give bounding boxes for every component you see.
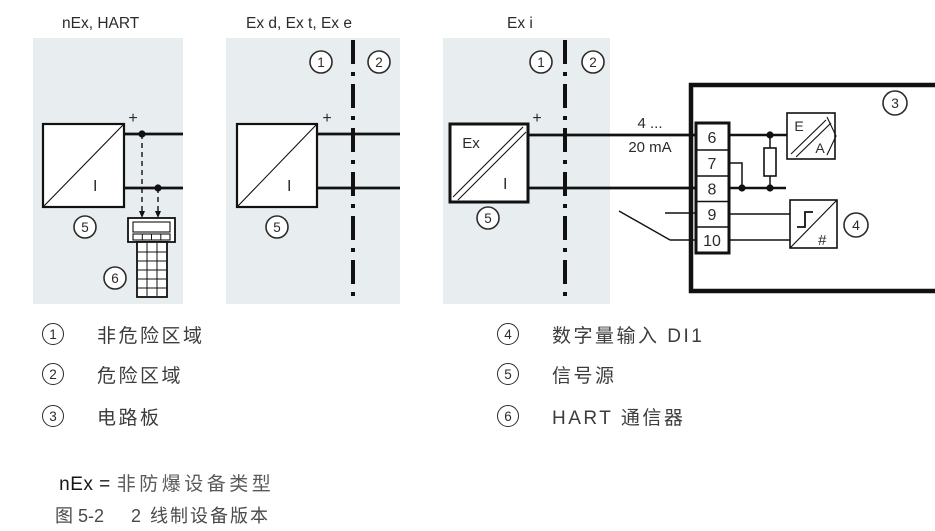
svg-text:2: 2	[589, 55, 597, 70]
ex-label: Ex	[462, 135, 480, 152]
current-range-bottom: 20 mA	[628, 139, 671, 156]
svg-text:1: 1	[317, 55, 325, 70]
svg-text:5: 5	[484, 211, 492, 226]
callout-2: 2	[367, 50, 391, 74]
legend-item-2: 2 危险区域	[42, 362, 184, 387]
callout-3: 3	[882, 90, 908, 116]
note-prefix: nEx =	[59, 474, 111, 495]
plus-sign: +	[532, 110, 541, 127]
plus-sign: +	[128, 110, 137, 127]
figure-number: 图 5-2	[55, 506, 105, 526]
callout-4: 4	[843, 212, 869, 238]
source-diagonal	[42, 123, 125, 208]
source-current-label: I	[287, 178, 291, 195]
svg-text:5: 5	[81, 220, 89, 235]
svg-text:1: 1	[537, 55, 545, 70]
terminal-7: 7	[708, 156, 717, 173]
terminal-6: 6	[708, 130, 717, 147]
legend-item-5: 5 信号源	[497, 362, 617, 387]
current-range-top: 4 ...	[637, 115, 662, 132]
source-current-label: I	[503, 176, 507, 193]
arrowhead	[155, 211, 161, 218]
svg-text:6: 6	[111, 271, 119, 286]
board-outline	[688, 82, 935, 294]
legend-callout-6: 6	[497, 405, 519, 427]
panel-nex-hart: nEx, HART I +	[33, 15, 183, 304]
module-chevron	[826, 116, 837, 156]
communicator-display	[132, 221, 171, 233]
plus-sign: +	[322, 110, 331, 127]
ex-signal-source-symbol	[448, 122, 530, 204]
panel-ex-d-t-e: Ex d, Ex t, Ex e 1 2 I + 5	[226, 15, 400, 304]
legend-label-3: 电路板	[97, 407, 162, 429]
figure-title: 2 线制设备版本	[131, 506, 271, 526]
svg-text:3: 3	[891, 95, 899, 111]
svg-text:4: 4	[852, 217, 860, 233]
legend-item-4: 4 数字量输入 DI1	[497, 322, 705, 347]
figure-caption: 图 5-2 2 线制设备版本	[35, 481, 270, 531]
terminal-block: 6 7 8 9 10	[694, 121, 731, 255]
switch-blade	[618, 210, 671, 241]
source-diagonal	[457, 131, 527, 201]
panel2-title: Ex d, Ex t, Ex e	[246, 15, 352, 32]
terminal-9: 9	[708, 207, 717, 224]
module-e-label: E	[794, 118, 803, 134]
wiring-diagram: nEx, HART I +	[33, 15, 935, 304]
callout-1: 1	[309, 50, 333, 74]
wire-t7-jumper	[729, 162, 743, 188]
module-a-label: A	[815, 140, 825, 156]
terminal-8: 8	[708, 182, 717, 199]
legend-label-2: 危险区域	[97, 365, 184, 387]
legend-item-6: 6 HART 通信器	[497, 404, 686, 429]
junction-dot	[738, 184, 746, 192]
callout-1: 1	[529, 50, 553, 74]
legend-label-6: HART 通信器	[552, 407, 686, 429]
legend-item-1: 1 非危险区域	[42, 322, 205, 347]
svg-text:2: 2	[375, 55, 383, 70]
digital-input-module: #	[789, 199, 838, 249]
callout-2: 2	[581, 50, 605, 74]
circuit-board: 3 6 7 8 9 10	[618, 82, 935, 294]
legend-label-4: 数字量输入 DI1	[552, 325, 705, 347]
legend-label-5: 信号源	[552, 365, 617, 387]
hart-communicator-symbol	[127, 217, 176, 298]
legend-callout-3: 3	[42, 405, 64, 427]
source-diagonal	[236, 123, 318, 208]
legend-callout-4: 4	[497, 323, 519, 345]
terminal-10: 10	[703, 233, 721, 250]
panel1-title: nEx, HART	[62, 15, 140, 32]
resistor-symbol	[763, 147, 777, 177]
step-signal-icon	[797, 211, 813, 228]
note-text: 非防爆设备类型	[116, 474, 275, 495]
svg-text:5: 5	[273, 220, 281, 235]
legend-item-3: 3 电路板	[42, 404, 162, 429]
abbreviation-note: nEx =非防爆设备类型	[38, 447, 274, 518]
source-current-label: I	[93, 178, 97, 195]
analog-input-module: E A	[786, 112, 837, 160]
callout-5: 5	[476, 206, 500, 230]
callout-5: 5	[73, 215, 97, 239]
legend-callout-1: 1	[42, 323, 64, 345]
panel-ex-i: Ex i 1 2 Ex I + 4 ... 20 mA	[443, 15, 697, 304]
legend-callout-5: 5	[497, 363, 519, 385]
legend-label-1: 非危险区域	[97, 325, 205, 347]
source-diagonal	[452, 126, 524, 198]
legend-callout-2: 2	[42, 363, 64, 385]
hash-label: #	[818, 232, 827, 249]
panel3-title: Ex i	[507, 15, 533, 32]
arrowhead	[139, 211, 145, 218]
callout-5: 5	[265, 215, 289, 239]
callout-6: 6	[103, 266, 127, 290]
